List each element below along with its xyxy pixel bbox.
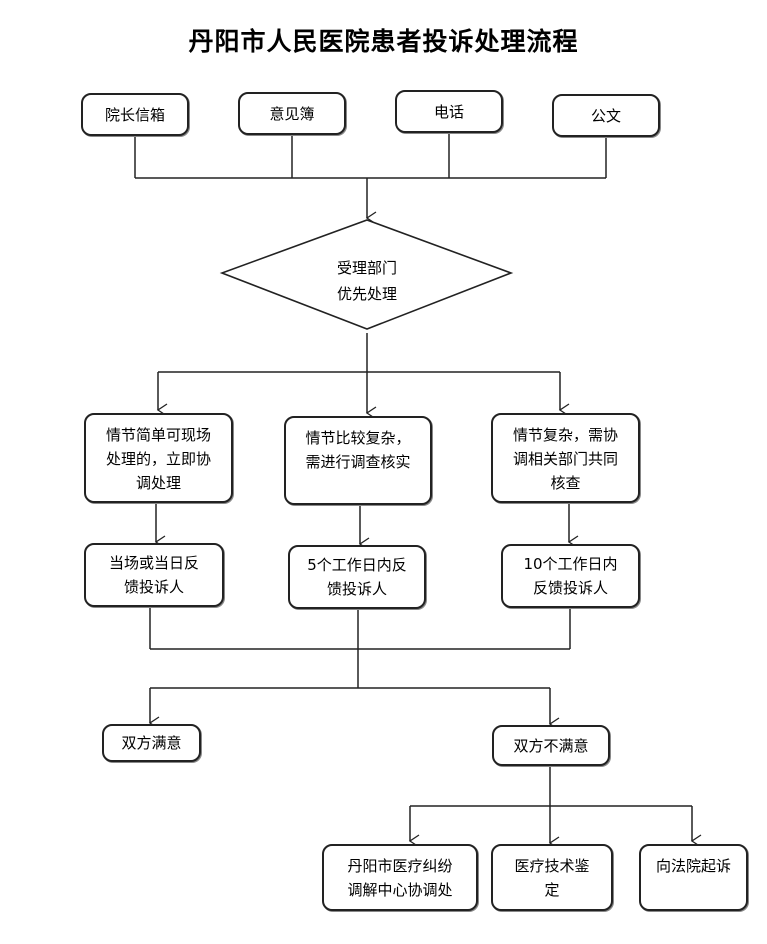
source-label: 意见簿 [269, 104, 315, 123]
feedback-line: 10个工作日内 [523, 555, 618, 573]
outcome-box-satisfied: 双方满意 [102, 724, 201, 762]
case-box-simple: 情节简单可现场 处理的，立即协 调处理 [84, 413, 233, 503]
decision-line: 受理部门 [336, 259, 397, 277]
source-box-document: 公文 [552, 94, 660, 137]
escalation-line: 医疗技术鉴 [514, 857, 590, 875]
source-box-phone: 电话 [395, 90, 503, 133]
outcome-box-not-satisfied: 双方不满意 [492, 725, 610, 766]
case-box-very-complex: 情节复杂，需协 调相关部门共同 核查 [491, 413, 640, 503]
escalation-line: 向法院起诉 [655, 857, 731, 875]
decision-label: 受理部门 优先处理 [300, 255, 434, 307]
decision-line: 优先处理 [336, 285, 397, 303]
feedback-line: 馈投诉人 [123, 578, 184, 596]
case-line: 情节简单可现场 [105, 426, 211, 444]
source-box-opinion-book: 意见簿 [238, 92, 346, 135]
case-line: 调处理 [135, 474, 181, 492]
escalation-line: 调解中心协调处 [347, 881, 453, 899]
source-label: 公文 [590, 106, 621, 125]
escalation-box-mediation-center: 丹阳市医疗纠纷 调解中心协调处 [322, 844, 478, 911]
feedback-box-same-day: 当场或当日反 馈投诉人 [84, 543, 224, 607]
outcome-label: 双方不满意 [513, 736, 589, 755]
escalation-line: 丹阳市医疗纠纷 [347, 857, 453, 875]
case-line: 调相关部门共同 [512, 450, 618, 468]
source-label: 院长信箱 [104, 105, 165, 124]
outcome-label: 双方满意 [121, 734, 182, 752]
case-line: 情节比较复杂， [305, 429, 411, 447]
source-label: 电话 [433, 102, 464, 121]
feedback-line: 当场或当日反 [108, 554, 199, 572]
escalation-line: 定 [544, 881, 560, 899]
escalation-box-technical-appraisal: 医疗技术鉴 定 [491, 844, 613, 911]
source-box-president-mailbox: 院长信箱 [81, 93, 189, 136]
case-line: 处理的，立即协 [105, 450, 211, 468]
feedback-box-10-days: 10个工作日内 反馈投诉人 [501, 544, 640, 608]
case-line: 需进行调查核实 [305, 453, 411, 471]
feedback-line: 5个工作日内反 [307, 556, 407, 574]
feedback-line: 馈投诉人 [326, 580, 387, 598]
page-title: 丹阳市人民医院患者投诉处理流程 [188, 27, 579, 56]
feedback-line: 反馈投诉人 [532, 579, 608, 597]
decision-diamond [219, 219, 514, 330]
case-line: 情节复杂，需协 [512, 426, 618, 444]
case-line: 核查 [550, 474, 581, 492]
case-box-complex: 情节比较复杂， 需进行调查核实 [284, 416, 432, 505]
escalation-box-court: 向法院起诉 [639, 844, 748, 911]
feedback-box-5-days: 5个工作日内反 馈投诉人 [288, 545, 426, 609]
